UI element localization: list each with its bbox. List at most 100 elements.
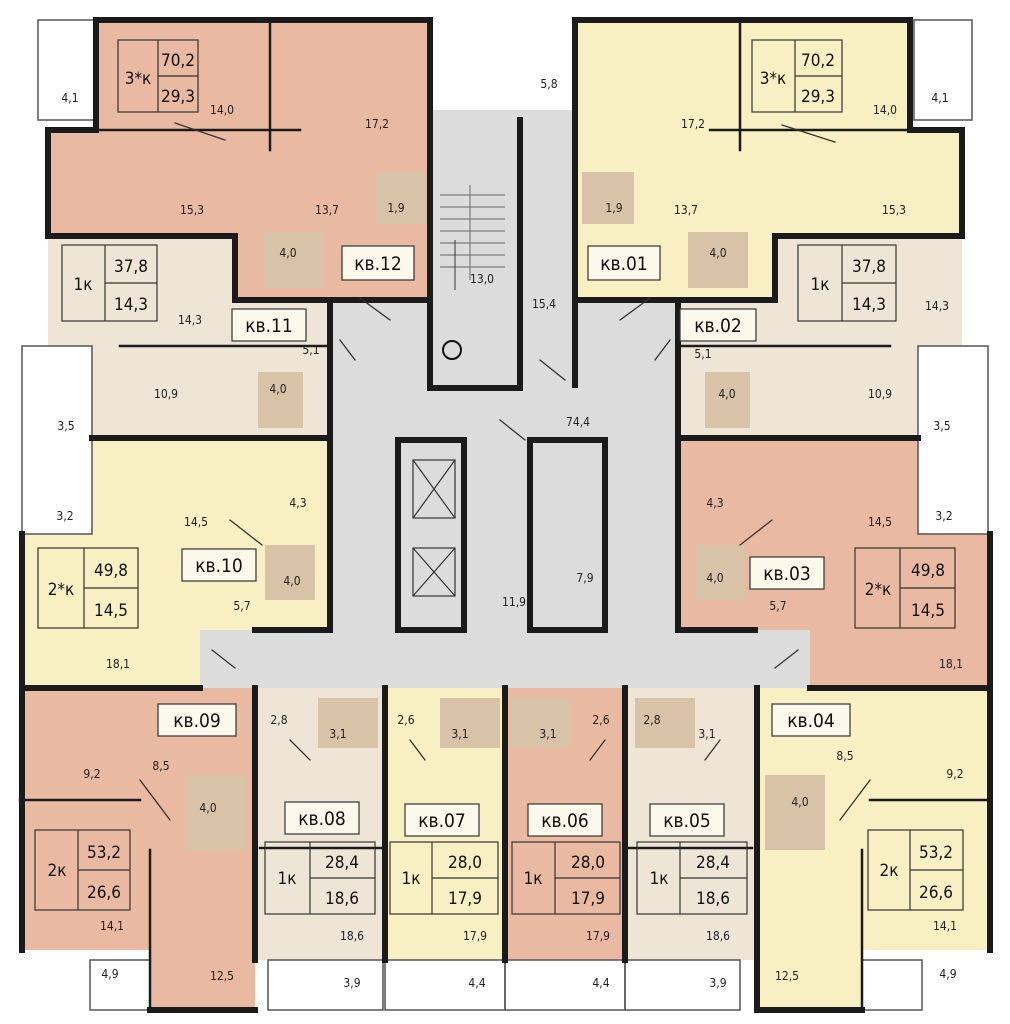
apt-08-total: 28,4 xyxy=(325,853,359,873)
a05-hall-label: 2,8 xyxy=(643,713,660,727)
a09-room-label: 14,1 xyxy=(100,919,124,933)
a12-room2-label: 15,3 xyxy=(180,203,204,217)
apt-01-fill xyxy=(575,20,962,300)
a07-hall-label: 2,6 xyxy=(397,713,414,727)
a08-bal-label: 3,9 xyxy=(343,976,360,990)
apartment-fills xyxy=(22,20,990,1010)
apt-07-rooms: 1к xyxy=(402,869,421,889)
a07-bath-label: 3,1 xyxy=(451,727,468,741)
a01-wc-label: 1,9 xyxy=(605,201,622,215)
apt-09-fill xyxy=(22,688,255,1010)
apt-10-living: 14,5 xyxy=(94,601,128,621)
apt-09-rooms: 2к xyxy=(48,861,67,881)
apt-01-total: 70,2 xyxy=(801,51,835,71)
corridor-area-label: 74,4 xyxy=(566,415,590,429)
apt-12-name: кв.12 xyxy=(354,253,402,275)
a01-hall-label: 13,7 xyxy=(674,203,698,217)
apt-06-total: 28,0 xyxy=(571,853,605,873)
apartment-name-badges xyxy=(157,245,851,837)
apt-05-name: кв.05 xyxy=(663,810,711,832)
apt-08-name: кв.08 xyxy=(298,808,346,830)
apt-12-fill xyxy=(48,20,430,300)
a10-room-label: 14,5 xyxy=(184,515,208,529)
apt-04-name: кв.04 xyxy=(787,710,835,732)
a04-room2-label: 12,5 xyxy=(775,969,799,983)
a04-bal-label: 4,9 xyxy=(939,967,956,981)
apt-10-name: кв.10 xyxy=(195,555,243,577)
a12-kitchen-label: 17,2 xyxy=(365,117,389,131)
apt-02-name: кв.02 xyxy=(694,315,742,337)
a11-room-label: 14,3 xyxy=(178,313,202,327)
apt-12-rooms: 3*к xyxy=(125,69,152,89)
a12-bal-label: 4,1 xyxy=(61,91,78,105)
a04-bath-label: 4,0 xyxy=(791,795,808,809)
apt-10-rooms: 2*к xyxy=(48,580,75,600)
a06-room-label: 17,9 xyxy=(586,929,610,943)
apt-11-name: кв.11 xyxy=(245,315,293,337)
apt-11-rooms: 1к xyxy=(74,275,93,295)
a09-bath-label: 4,0 xyxy=(199,801,216,815)
common-corridor-upper xyxy=(330,300,680,450)
stair-area-label: 13,0 xyxy=(470,272,494,286)
a09-kitchen-label: 9,2 xyxy=(83,767,100,781)
stair-treads xyxy=(440,185,505,290)
a06-hall-label: 2,6 xyxy=(592,713,609,727)
a11-hall-label: 5,1 xyxy=(302,343,319,357)
apt-06-rooms: 1к xyxy=(524,869,543,889)
a02-bal-label: 3,5 xyxy=(933,419,950,433)
apt-10-total: 49,8 xyxy=(94,561,128,581)
apt-04-fill xyxy=(757,688,990,1010)
apt-03-total: 49,8 xyxy=(911,561,945,581)
a10-nook-label: 4,3 xyxy=(289,496,306,510)
apt-05-total: 28,4 xyxy=(696,853,730,873)
a05-bal-label: 3,9 xyxy=(709,976,726,990)
elevator-hall-label: 11,9 xyxy=(502,595,526,609)
a06-bath-label: 3,1 xyxy=(539,727,556,741)
a03-hall-label: 5,7 xyxy=(769,599,786,613)
stair-well-circle xyxy=(442,340,462,360)
apt-03-name: кв.03 xyxy=(763,563,811,585)
apt-11-living: 14,3 xyxy=(114,295,148,315)
apt-08-rooms: 1к xyxy=(278,869,297,889)
apt-12-living: 29,3 xyxy=(161,87,195,107)
apt-07-name: кв.07 xyxy=(418,810,466,832)
a03-nook-label: 4,3 xyxy=(706,496,723,510)
apt-01-rooms: 3*к xyxy=(760,69,787,89)
a11-bath-label: 4,0 xyxy=(269,382,286,396)
a10-bath-label: 4,0 xyxy=(283,574,300,588)
elevator-shafts xyxy=(412,459,456,597)
a01-bath-label: 4,0 xyxy=(709,246,726,260)
apt-02-rooms: 1к xyxy=(811,275,830,295)
a03-room-label: 14,5 xyxy=(868,515,892,529)
apt-07-living: 17,9 xyxy=(448,889,482,909)
tech-room-label: 7,9 xyxy=(576,571,593,585)
a08-hall-label: 2,8 xyxy=(270,713,287,727)
apt-10-fill xyxy=(22,438,330,688)
a03-kitchen-label: 18,1 xyxy=(939,657,963,671)
apt-05-living: 18,6 xyxy=(696,889,730,909)
apt-02-total: 37,8 xyxy=(852,257,886,277)
a07-bal-label: 4,4 xyxy=(468,976,485,990)
a01-room1-label: 14,0 xyxy=(873,103,897,117)
a12-room1-label: 14,0 xyxy=(210,103,234,117)
a04-kitchen-label: 9,2 xyxy=(946,767,963,781)
apt-06-living: 17,9 xyxy=(571,889,605,909)
a09-hall-label: 8,5 xyxy=(152,759,169,773)
apt-03-rooms: 2*к xyxy=(865,580,892,600)
apt-09-living: 26,6 xyxy=(87,883,121,903)
a04-room-label: 14,1 xyxy=(933,919,957,933)
apt-05-rooms: 1к xyxy=(650,869,669,889)
a09-room2-label: 12,5 xyxy=(210,969,234,983)
walls xyxy=(18,17,993,1013)
a06-bal-label: 4,4 xyxy=(592,976,609,990)
apt-04-rooms: 2к xyxy=(880,861,899,881)
a08-bath-label: 3,1 xyxy=(329,727,346,741)
apt-12-total: 70,2 xyxy=(161,51,195,71)
a11-kitchen-label: 10,9 xyxy=(154,387,178,401)
apt-08-living: 18,6 xyxy=(325,889,359,909)
apt-03-living: 14,5 xyxy=(911,601,945,621)
apt-04-total: 53,2 xyxy=(919,843,953,863)
a12-wc-label: 1,9 xyxy=(387,201,404,215)
apt-03-fill xyxy=(678,438,990,688)
